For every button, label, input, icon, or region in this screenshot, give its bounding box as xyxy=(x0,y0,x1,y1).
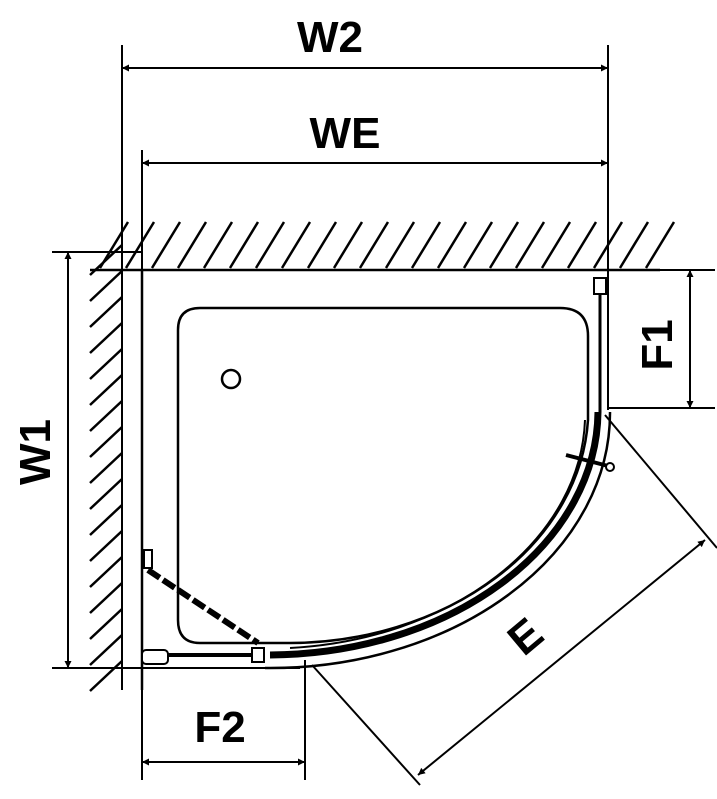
curved-glass-inner xyxy=(289,419,586,649)
hatch-line xyxy=(89,582,123,614)
handle-icon xyxy=(565,453,613,469)
hatch-line xyxy=(89,348,123,380)
hatch-line xyxy=(89,556,123,588)
hatch-line xyxy=(306,221,338,269)
hatch-line xyxy=(89,478,123,510)
hatch-line xyxy=(462,221,494,269)
hatch-line xyxy=(410,221,442,269)
left-wall-hatch xyxy=(89,244,123,692)
hatch-line xyxy=(124,221,156,269)
hatch-line xyxy=(228,221,260,269)
hatch-line xyxy=(89,296,123,328)
hatch-line xyxy=(644,221,676,269)
e-label: E xyxy=(499,609,553,665)
curved-sliding-door xyxy=(269,411,602,659)
hatch-line xyxy=(332,221,364,269)
hatch-line xyxy=(150,221,182,269)
bottom-wall-bracket xyxy=(141,649,169,665)
f1-label: F1 xyxy=(633,319,682,370)
hatch-line xyxy=(89,374,123,406)
hatch-line xyxy=(384,221,416,269)
hatch-line xyxy=(514,221,546,269)
hatch-line xyxy=(89,530,123,562)
hatch-line xyxy=(358,221,390,269)
hatch-line xyxy=(618,221,650,269)
extension-line xyxy=(604,414,717,549)
curved-sliding-door-outer xyxy=(264,411,612,670)
side-wall-bracket xyxy=(143,549,153,569)
hatch-line xyxy=(89,270,123,302)
w2-label: W2 xyxy=(297,13,363,62)
handle-knob-icon xyxy=(605,462,615,472)
f2-label: F2 xyxy=(194,703,245,752)
extension-line xyxy=(311,664,421,786)
hatch-line xyxy=(89,452,123,484)
hinge-icon xyxy=(251,647,265,663)
hatch-line xyxy=(566,221,598,269)
hatch-line xyxy=(202,221,234,269)
we-label: WE xyxy=(310,109,381,158)
hatch-line xyxy=(540,221,572,269)
hatch-line xyxy=(89,634,123,666)
hatch-line xyxy=(254,221,286,269)
w1-label: W1 xyxy=(11,419,60,485)
hatch-line xyxy=(89,400,123,432)
drain-icon xyxy=(220,368,242,390)
side-door-panel xyxy=(146,567,260,646)
hatch-line xyxy=(89,608,123,640)
hatch-line xyxy=(89,322,123,354)
hatch-line xyxy=(280,221,312,269)
hatch-line xyxy=(488,221,520,269)
e-dimension-arrow xyxy=(417,539,706,776)
hatch-line xyxy=(89,426,123,458)
shower-tray xyxy=(176,306,590,645)
hatch-line xyxy=(89,504,123,536)
top-wall-hatch xyxy=(98,221,676,269)
hatch-line xyxy=(89,660,123,692)
right-wall-bracket xyxy=(593,277,607,295)
hatch-line xyxy=(176,221,208,269)
hatch-line xyxy=(436,221,468,269)
